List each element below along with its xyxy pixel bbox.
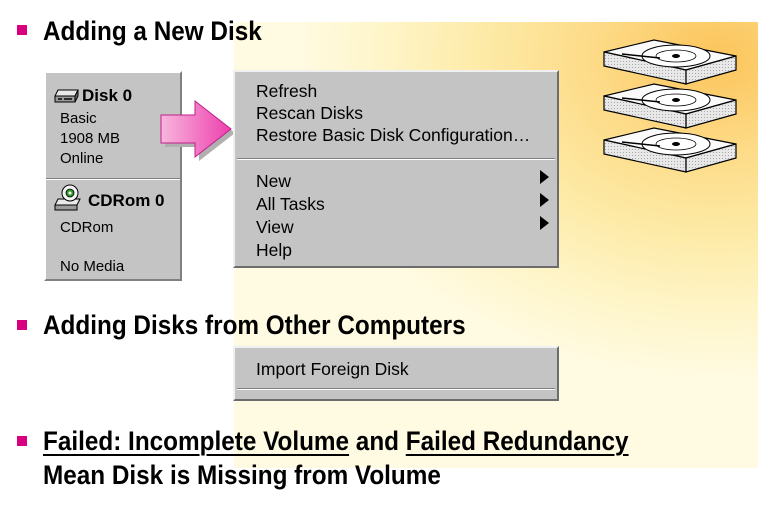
disk0-status: Online: [60, 150, 104, 167]
panel-divider: [46, 178, 180, 180]
menu-item-new[interactable]: New: [256, 171, 292, 191]
hard-disk-stack-icon: [603, 39, 737, 173]
heading-adding-disks-from-other-computers: Adding Disks from Other Computers: [43, 310, 466, 340]
pointer-arrow-icon: [160, 99, 235, 161]
disk0-title: Disk 0: [82, 86, 133, 105]
disk0-size: 1908 MB: [60, 130, 121, 147]
cdrom0-type: CDRom: [60, 219, 114, 236]
context-menu: Refresh Rescan Disks Restore Basic Disk …: [233, 70, 559, 268]
import-menu: Import Foreign Disk: [233, 346, 559, 401]
heading-failed-status: Failed: Incomplete Volume and Failed Red…: [43, 425, 629, 457]
bullet: [17, 320, 27, 330]
connector-text: and: [349, 426, 406, 456]
menu-item-view[interactable]: View: [256, 217, 294, 237]
disk-list-panel: Disk 0 Basic 1908 MB Online CDRom 0 CDRo…: [44, 71, 182, 281]
submenu-arrow-icon: [540, 170, 549, 184]
menu-item-restore-basic-disk-configuration[interactable]: Restore Basic Disk Configuration…: [256, 125, 531, 145]
menu-item-refresh[interactable]: Refresh: [256, 81, 318, 101]
heading-missing-disk: Mean Disk is Missing from Volume: [43, 460, 441, 490]
menu-item-all-tasks[interactable]: All Tasks: [256, 194, 325, 214]
menu-item-import-foreign-disk[interactable]: Import Foreign Disk: [256, 359, 409, 379]
status-failed-redundancy: Failed Redundancy: [405, 426, 629, 456]
bullet: [17, 436, 27, 446]
cdrom-icon: [54, 184, 81, 211]
submenu-arrow-icon: [540, 216, 549, 230]
menu-separator: [237, 388, 555, 390]
bullet: [17, 25, 27, 35]
heading-adding-new-disk: Adding a New Disk: [43, 16, 262, 46]
disk0-type: Basic: [60, 110, 97, 127]
submenu-arrow-icon: [540, 193, 549, 207]
cdrom0-title: CDRom 0: [88, 191, 165, 210]
menu-item-rescan-disks[interactable]: Rescan Disks: [256, 103, 363, 123]
menu-separator: [237, 158, 555, 160]
status-failed-incomplete-volume: Failed: Incomplete Volume: [43, 426, 350, 456]
menu-item-help[interactable]: Help: [256, 240, 292, 260]
cdrom0-status: No Media: [60, 258, 125, 275]
hard-disk-icon: [54, 89, 79, 103]
